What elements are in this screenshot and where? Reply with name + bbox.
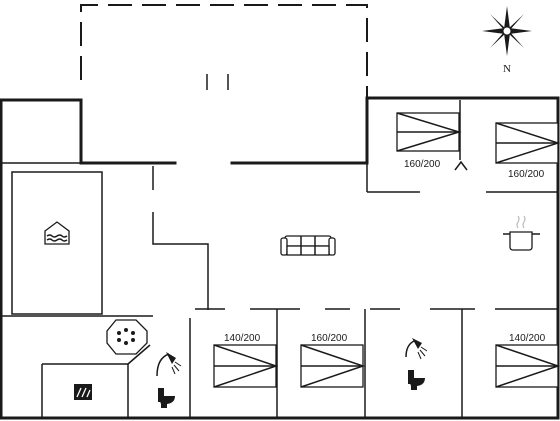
bed-label: 140/200 bbox=[224, 333, 261, 344]
sauna-icon bbox=[74, 384, 92, 400]
bed-3: 140/200 bbox=[213, 333, 279, 388]
compass-rose: N bbox=[482, 6, 532, 75]
whirlpool-icon bbox=[106, 319, 148, 355]
bed-2: 160/200 bbox=[495, 122, 560, 180]
cooking-pot-icon bbox=[503, 215, 540, 251]
bed-label: 160/200 bbox=[311, 333, 348, 344]
bed-label: 160/200 bbox=[508, 169, 545, 180]
bed-label: 140/200 bbox=[509, 333, 546, 344]
interior-walls bbox=[1, 100, 558, 418]
shower-icon bbox=[156, 352, 182, 377]
exterior-walls bbox=[0, 96, 560, 420]
bed-4: 160/200 bbox=[300, 333, 366, 388]
pool-icon bbox=[44, 221, 70, 245]
sofa-icon bbox=[280, 235, 336, 256]
bed-1: 160/200 bbox=[396, 112, 462, 170]
shower-icon bbox=[405, 338, 428, 360]
bathroom-left bbox=[156, 352, 182, 408]
toilet-icon bbox=[158, 388, 175, 408]
bathroom-right bbox=[405, 338, 428, 390]
bed-label: 160/200 bbox=[404, 159, 441, 170]
pool bbox=[11, 171, 103, 315]
toilet-icon bbox=[408, 370, 425, 390]
compass-icon bbox=[482, 6, 532, 56]
bed-5: 140/200 bbox=[495, 333, 560, 388]
north-label: N bbox=[503, 63, 511, 75]
terrace-outline bbox=[80, 4, 368, 97]
